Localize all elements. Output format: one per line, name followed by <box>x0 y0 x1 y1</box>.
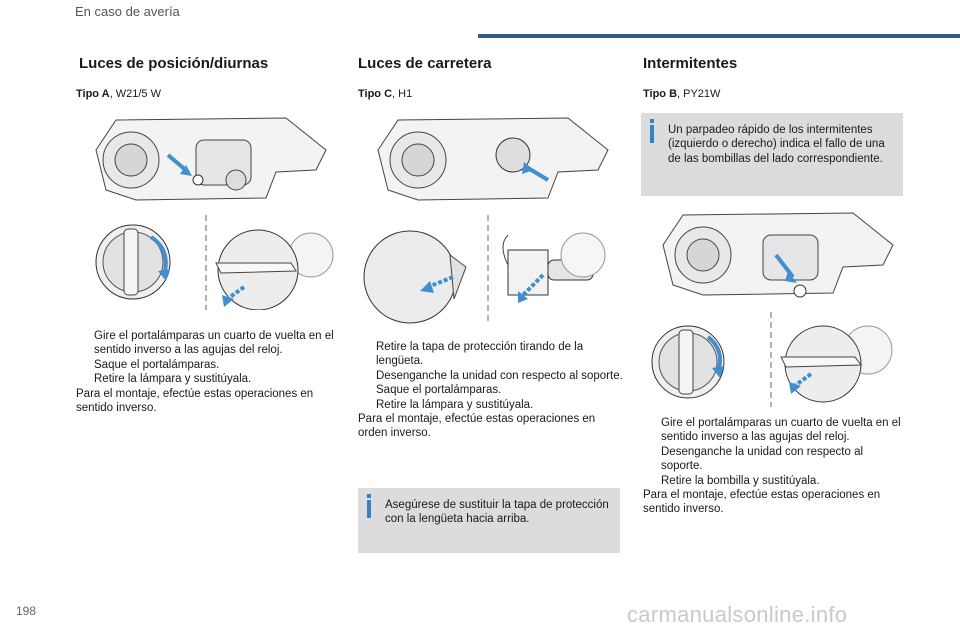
section-header: En caso de avería <box>75 4 180 19</box>
instructions: Retire la tapa de protección tirando de … <box>358 340 623 441</box>
headlamp-illustration <box>662 212 894 298</box>
protection-cap-detail <box>363 215 606 325</box>
header-bar <box>478 34 960 38</box>
list-item: Retire la tapa de protección tirando de … <box>376 341 584 368</box>
info-icon <box>367 494 371 518</box>
section-title: Intermitentes <box>643 55 738 72</box>
closing-text: Para el montaje, efectúe estas operacion… <box>643 489 881 516</box>
headlamp-illustration <box>377 117 609 201</box>
column-position-lights: Luces de posición/diurnas Tipo A, W21/5 … <box>76 55 341 415</box>
info-note: Un parpadeo rápido de los intermitentes … <box>641 113 903 196</box>
watermark: carmanualsonline.info <box>627 602 848 627</box>
list-item: Saque el portalámparas. <box>94 358 220 371</box>
list-item: Retire la bombilla y sustitúyala. <box>661 474 820 487</box>
page-number: 198 <box>16 604 37 618</box>
list-item: Desenganche la unidad con respecto al so… <box>376 369 623 382</box>
headlamp-illustration <box>95 117 327 201</box>
instructions: Gire el portalámparas un cuarto de vuelt… <box>76 329 341 415</box>
bulb-holder-detail <box>651 312 893 407</box>
closing-text: Para el montaje, efectúe estas operacion… <box>358 413 596 440</box>
section-title: Luces de carretera <box>358 55 492 72</box>
list-item: Gire el portalámparas un cuarto de vuelt… <box>661 417 901 444</box>
section-title: Luces de posición/diurnas <box>79 55 269 72</box>
info-icon <box>650 119 654 143</box>
closing-text: Para el montaje, efectúe estas operacion… <box>76 387 314 415</box>
list-item: Retire la lámpara y sustitúyala. <box>376 398 534 411</box>
info-note: Asegúrese de sustituir la tapa de protec… <box>358 488 620 553</box>
bulb-holder-detail <box>95 215 334 311</box>
list-item: Saque el portalámparas. <box>376 384 502 397</box>
column-high-beam: Luces de carretera Tipo C, H1 Retire la … <box>358 55 623 441</box>
bulb-type: Tipo C, H1 <box>358 88 413 100</box>
column-indicators: Intermitentes Tipo B, PY21W <box>643 55 908 100</box>
list-item: Retire la lámpara y sustitúyala. <box>94 373 252 386</box>
instructions: Gire el portalámparas un cuarto de vuelt… <box>643 416 905 517</box>
list-item: Desenganche la unidad con respecto al so… <box>661 445 864 473</box>
bulb-type: Tipo A, W21/5 W <box>76 88 161 100</box>
list-item: Gire el portalámparas un cuarto de vuelt… <box>94 330 334 357</box>
bulb-type: Tipo B, PY21W <box>643 88 721 100</box>
